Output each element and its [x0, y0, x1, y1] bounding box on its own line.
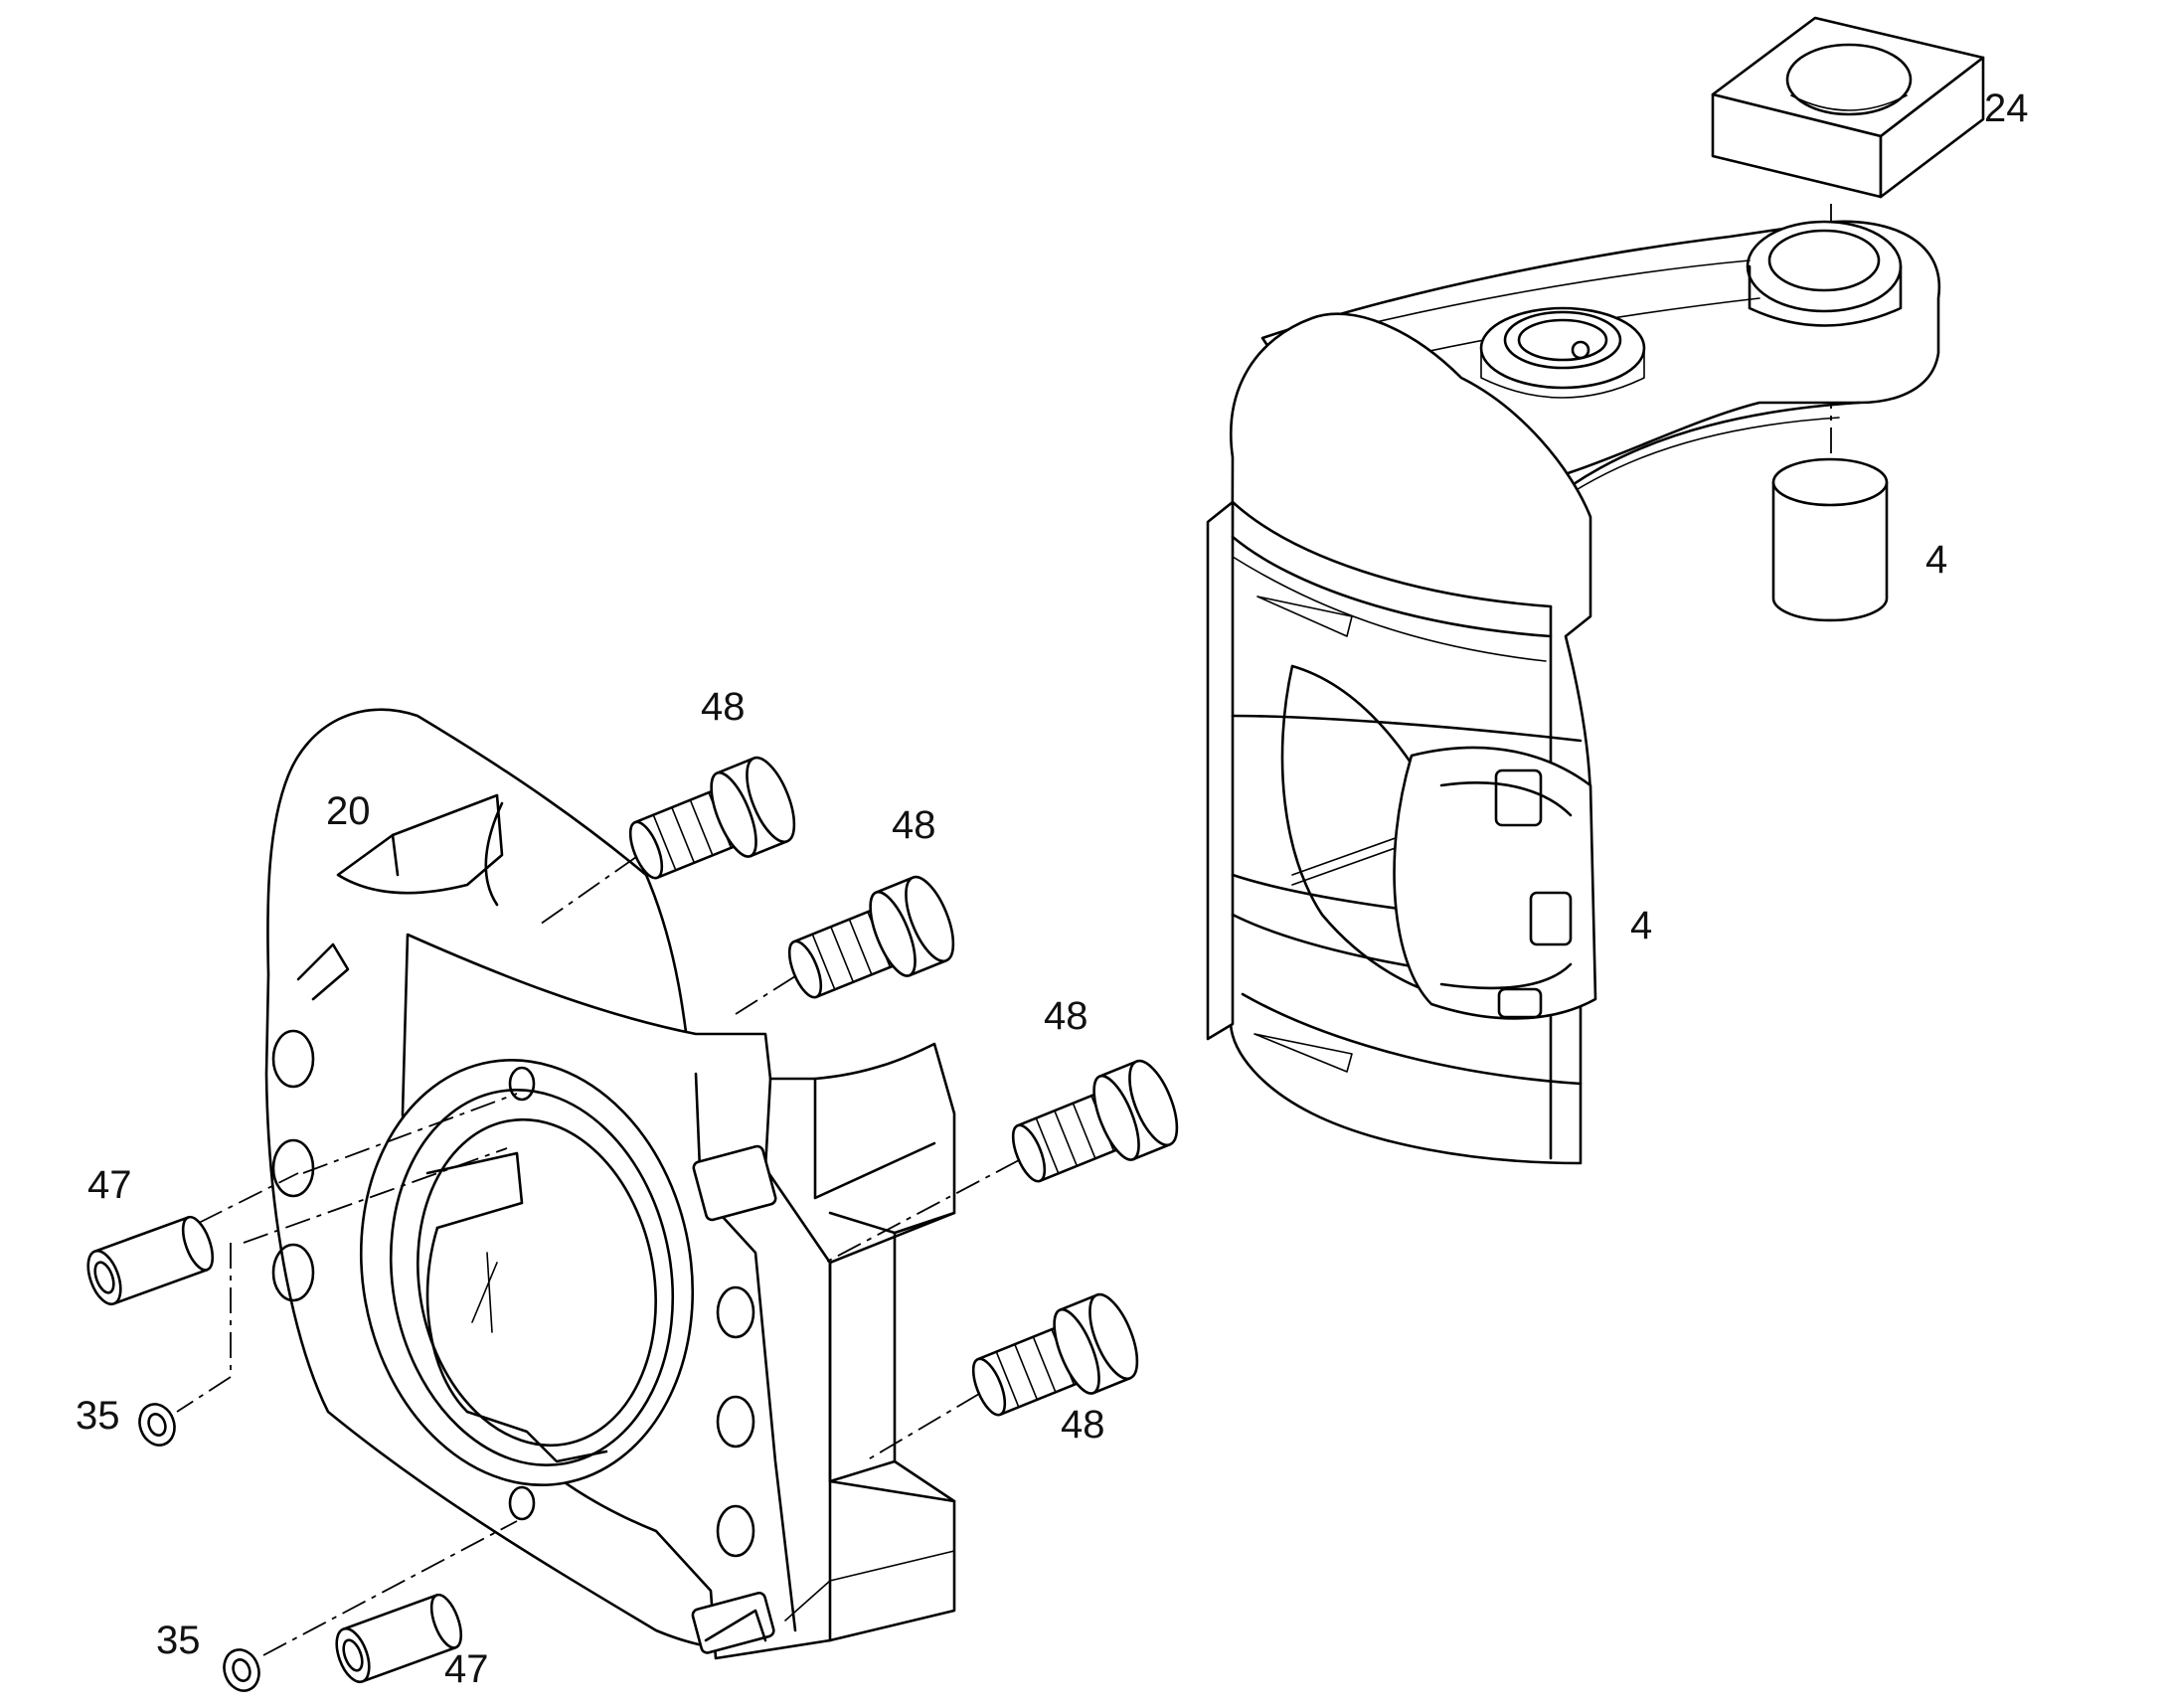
- sleeve-part-upper: [86, 1215, 215, 1306]
- callout-label: 24: [1984, 86, 2029, 130]
- callout-label: 4: [1925, 538, 1947, 582]
- bolt-part-2: [787, 875, 955, 999]
- bolt-axis-lines: [536, 856, 1020, 1462]
- sleeve-axis-lines: [176, 1093, 518, 1656]
- callout-label: 47: [87, 1163, 132, 1207]
- callout-label: 20: [326, 789, 371, 833]
- callout-label: 48: [701, 685, 746, 729]
- callout-label: 35: [76, 1394, 120, 1438]
- callout-labels: 24 4 4 20 48 48 48 48 47 47 35 35: [76, 86, 2029, 1691]
- bolt-part-3: [1011, 1059, 1179, 1183]
- kingpin-part: [1771, 457, 1889, 622]
- callout-label: 48: [892, 803, 936, 847]
- callout-label: 35: [156, 1619, 201, 1662]
- washer-part-lower: [223, 1648, 260, 1692]
- washer-part-upper: [138, 1403, 176, 1447]
- callout-label: 4: [1630, 904, 1652, 947]
- pad-part: [1711, 16, 1985, 199]
- callout-label: 48: [1044, 994, 1088, 1038]
- knuckle-part: [1206, 220, 1941, 1165]
- brake-carrier-part: [264, 708, 956, 1660]
- callout-label: 47: [444, 1647, 489, 1691]
- sleeve-part-lower: [335, 1593, 463, 1684]
- bolt-part-4: [971, 1292, 1139, 1417]
- callout-label: 48: [1061, 1403, 1105, 1447]
- bolt-part-1: [628, 756, 796, 880]
